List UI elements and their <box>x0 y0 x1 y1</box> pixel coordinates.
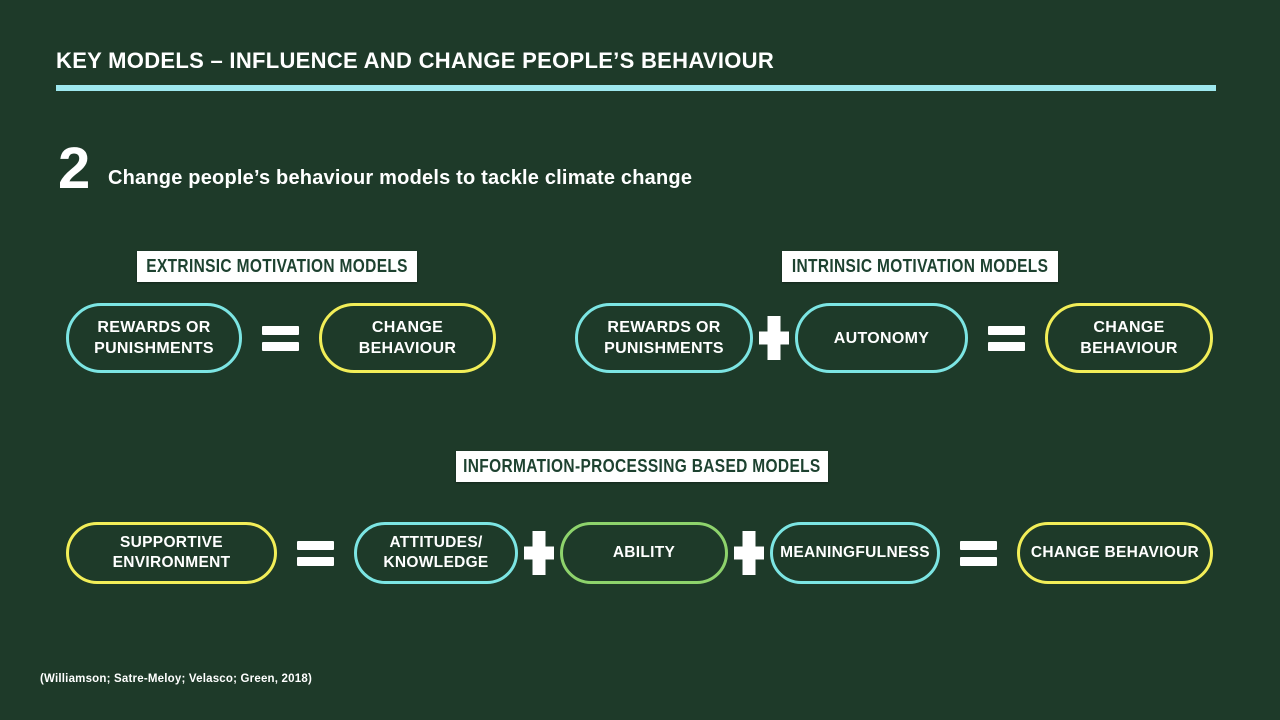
pill-label: MEANINGFULNESS <box>780 544 930 561</box>
title-underline <box>56 85 1216 91</box>
pill-label: AUTONOMY <box>833 329 930 347</box>
pill-change-behaviour: CHANGE BEHAVIOUR <box>1045 303 1213 373</box>
step-description: Change people’s behaviour models to tack… <box>108 167 693 189</box>
pill-label: ABILITY <box>612 544 676 561</box>
pill-supportive-environment: SUPPORTIVE ENVIRONMENT <box>66 522 277 584</box>
section-label-text: INFORMATION-PROCESSING BASED MODELS <box>463 456 821 476</box>
pill-meaningfulness: MEANINGFULNESS <box>770 522 940 584</box>
pill-label: CHANGE <box>1093 319 1165 336</box>
section-label-text: INTRINSIC MOTIVATION MODELS <box>791 256 1049 276</box>
pill-ability: ABILITY <box>560 522 728 584</box>
pill-label: PUNISHMENTS <box>94 340 214 357</box>
pill-attitudes-knowledge: ATTITUDES/KNOWLEDGE <box>354 522 518 584</box>
pill-label: REWARDS OR <box>97 319 211 336</box>
formula-row-information-processing: SUPPORTIVE ENVIRONMENT ATTITUDES/KNOWLEDGE… <box>66 522 1213 584</box>
equals-icon <box>297 540 334 566</box>
pill-label: ATTITUDES/ <box>389 534 483 551</box>
pill-label: CHANGE BEHAVIOUR <box>1030 544 1200 561</box>
pill-label: PUNISHMENTS <box>604 340 724 357</box>
pill-label: CHANGE <box>371 319 444 336</box>
pill-label: KNOWLEDGE <box>383 554 489 571</box>
slide-title: KEY MODELS – INFLUENCE AND CHANGE PEOPLE… <box>56 48 775 73</box>
section-label-information-processing: INFORMATION-PROCESSING BASED MODELS <box>456 451 828 482</box>
equals-icon <box>988 325 1025 351</box>
equals-icon <box>960 540 997 566</box>
pill-label: SUPPORTIVE <box>120 534 223 551</box>
pill-label: REWARDS OR <box>607 319 721 336</box>
formula-row-extrinsic: REWARDS OR PUNISHMENTS CHANGE BEHAVIOUR <box>66 303 496 373</box>
step-number: 2 <box>58 136 91 201</box>
pill-label: BEHAVIOUR <box>358 340 457 357</box>
pill-change-behaviour: CHANGE BEHAVIOUR <box>1017 522 1213 584</box>
pill-label: ENVIRONMENT <box>112 554 231 571</box>
citation: (Williamson; Satre-Meloy; Velasco; Green… <box>40 673 312 685</box>
section-label-extrinsic: EXTRINSIC MOTIVATION MODELS <box>137 251 417 282</box>
plus-icon <box>524 531 554 575</box>
pill-rewards-or-punishments: REWARDS OR PUNISHMENTS <box>66 303 242 373</box>
equals-icon <box>262 325 299 351</box>
formula-row-intrinsic: REWARDS OR PUNISHMENTS AUTONOMY CHANGE BEHAV… <box>575 303 1213 373</box>
section-label-intrinsic: INTRINSIC MOTIVATION MODELS <box>782 251 1058 282</box>
pill-rewards-or-punishments: REWARDS OR PUNISHMENTS <box>575 303 753 373</box>
pill-change-behaviour: CHANGE BEHAVIOUR <box>319 303 496 373</box>
pill-label: BEHAVIOUR <box>1080 340 1178 357</box>
pill-autonomy: AUTONOMY <box>795 303 968 373</box>
plus-icon <box>734 531 764 575</box>
plus-icon <box>759 316 789 360</box>
section-label-text: EXTRINSIC MOTIVATION MODELS <box>146 256 408 276</box>
